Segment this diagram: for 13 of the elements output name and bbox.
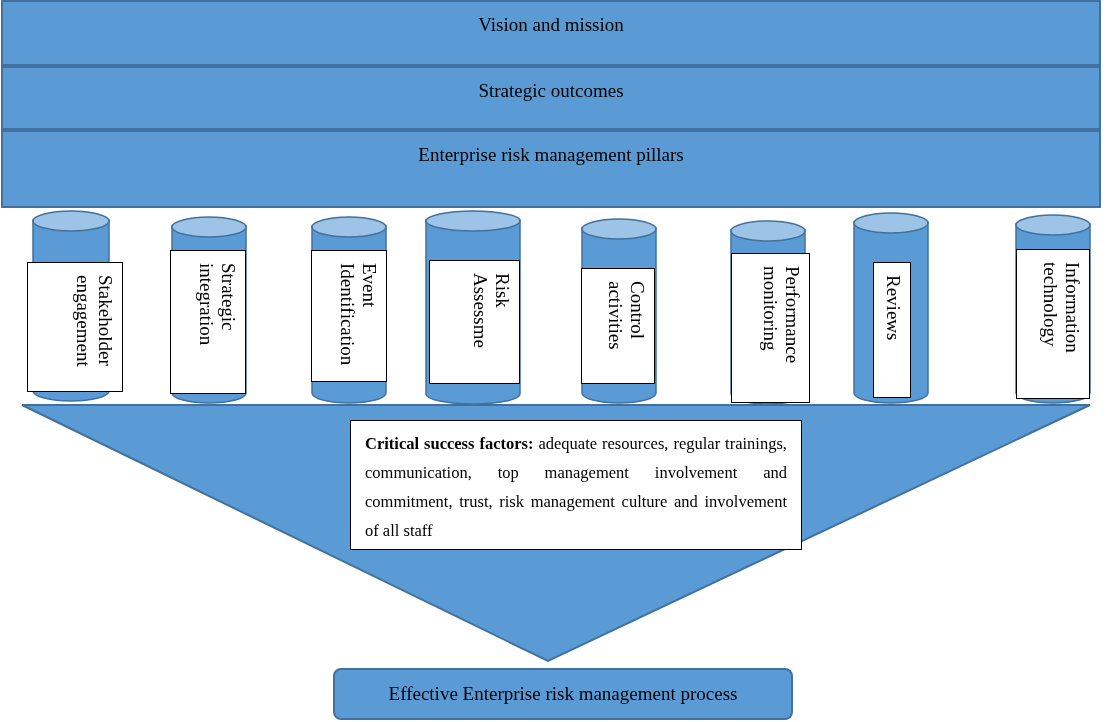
pillar-label: Performance monitoring: [731, 253, 810, 403]
success-factors-note: Critical success factors: adequate resources, regular trainings, communication, top management involvement and commitment, trust, risk management culture and involvement of all staff: [350, 420, 802, 550]
pillar-label: Information technology: [1016, 249, 1090, 399]
outcome-box: Effective Enterprise risk management process: [333, 668, 793, 720]
pillar-label: Stakeholder engagement: [27, 262, 123, 392]
pillar-label: Control activities: [581, 268, 655, 384]
pillar-label: Reviews: [873, 262, 911, 398]
header-band: Vision and mission: [1, 0, 1101, 66]
pillar-label: Event Identification: [311, 250, 387, 382]
pillar-label: Risk Assessme: [429, 260, 520, 384]
header-band: Strategic outcomes: [1, 66, 1101, 130]
header-band: Enterprise risk management pillars: [1, 130, 1101, 208]
pillar-label: Strategic integration: [170, 250, 246, 394]
